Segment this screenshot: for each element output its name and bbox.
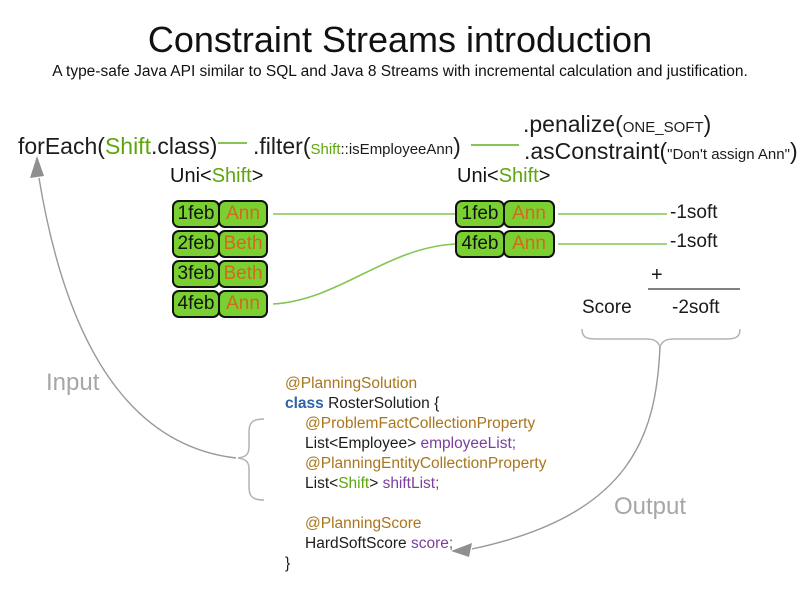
shift-date-cell: 3feb <box>172 260 220 288</box>
table-row: 3feb Beth <box>172 260 268 288</box>
shift-list-type-param: Shift <box>338 475 370 492</box>
asconstraint-arg: "Don't assign Ann" <box>667 146 790 163</box>
filter-prefix: .filter( <box>253 133 311 159</box>
annotation-planning-solution: @PlanningSolution <box>285 375 418 392</box>
code-line: HardSoftScore score; <box>285 534 546 554</box>
right-type-param: Shift <box>498 165 539 187</box>
code-line: class RosterSolution { <box>285 394 546 414</box>
score-total: -2soft <box>672 297 720 318</box>
connector-row-4feb <box>272 243 456 305</box>
shift-employee-cell: Ann <box>503 200 555 228</box>
penalize-expression: .penalize(ONE_SOFT) <box>523 111 711 141</box>
output-label: Output <box>614 493 687 520</box>
shift-employee-cell: Ann <box>218 290 268 318</box>
table-row: 2feb Beth <box>172 230 268 258</box>
score-field-type: HardSoftScore <box>305 535 411 552</box>
shift-date-cell: 2feb <box>172 230 220 258</box>
table-row: 4feb Ann <box>172 290 268 318</box>
annotation-planning-entity: @PlanningEntityCollectionProperty <box>305 455 547 472</box>
code-line: } <box>285 554 546 574</box>
foreach-expression: forEach(Shift.class) <box>18 133 217 159</box>
filter-suffix: ) <box>453 133 461 159</box>
foreach-prefix: forEach( <box>18 133 105 159</box>
table-row: 4feb Ann <box>455 230 555 258</box>
shift-date-cell: 4feb <box>172 290 220 318</box>
penalize-suffix: ) <box>703 111 712 137</box>
right-stream-type-label: Uni<Shift> <box>457 165 550 188</box>
page-subtitle: A type-safe Java API similar to SQL and … <box>52 63 748 80</box>
shift-date-cell: 1feb <box>172 200 220 228</box>
asconstraint-expression: .asConstraint("Don't assign Ann") <box>524 138 798 168</box>
shift-list-type-suffix: > <box>369 475 383 492</box>
shift-employee-cell: Beth <box>218 230 268 258</box>
code-block-brace <box>237 418 265 501</box>
right-type-prefix: Uni< <box>457 165 499 187</box>
code-line-blank <box>285 494 546 514</box>
employee-list-field: employeeList; <box>420 435 517 452</box>
solution-code-block: @PlanningSolution class RosterSolution {… <box>285 374 546 574</box>
shift-employee-cell: Ann <box>218 200 268 228</box>
score-label: Score <box>582 297 632 318</box>
employee-list-type: List<Employee> <box>305 435 421 452</box>
code-line: List<Shift> shiftList; <box>285 474 546 494</box>
code-line: @PlanningEntityCollectionProperty <box>285 454 546 474</box>
filter-arg-method: ::isEmployeeAnn <box>340 141 454 158</box>
class-declaration: RosterSolution { <box>323 395 440 412</box>
left-stream-type-label: Uni<Shift> <box>170 165 263 188</box>
right-type-suffix: > <box>538 165 551 187</box>
asconstraint-prefix: .asConstraint( <box>524 138 668 164</box>
shift-employee-cell: Beth <box>218 260 268 288</box>
penalize-prefix: .penalize( <box>523 111 623 137</box>
input-arrowhead-icon <box>30 156 44 178</box>
asconstraint-suffix: ) <box>789 138 798 164</box>
shift-date-cell: 1feb <box>455 200 505 228</box>
penalty-value-2: -1soft <box>670 231 718 252</box>
table-row: 1feb Ann <box>455 200 555 228</box>
penalize-arg: ONE_SOFT <box>622 119 704 136</box>
left-type-param: Shift <box>211 165 252 187</box>
left-type-suffix: > <box>251 165 264 187</box>
shift-list-field: shiftList; <box>382 475 440 492</box>
page-title: Constraint Streams introduction <box>147 19 653 60</box>
left-type-prefix: Uni< <box>170 165 212 187</box>
score-brace <box>581 328 741 350</box>
shift-date-cell: 4feb <box>455 230 505 258</box>
code-line: List<Employee> employeeList; <box>285 434 546 454</box>
code-line: @PlanningScore <box>285 514 546 534</box>
annotation-planning-score: @PlanningScore <box>305 515 422 532</box>
foreach-suffix: .class) <box>150 133 218 159</box>
input-label: Input <box>46 369 100 396</box>
class-keyword: class <box>285 395 324 412</box>
plus-sign: + <box>651 264 663 286</box>
shift-list-type-prefix: List< <box>305 475 339 492</box>
code-line: @PlanningSolution <box>285 374 546 394</box>
table-row: 1feb Ann <box>172 200 268 228</box>
filter-expression: .filter(Shift::isEmployeeAnn) <box>253 133 461 163</box>
score-field-name: score; <box>410 535 454 552</box>
left-stream-table: 1feb Ann 2feb Beth 3feb Beth 4feb Ann <box>172 200 268 320</box>
shift-employee-cell: Ann <box>503 230 555 258</box>
annotation-problem-fact: @ProblemFactCollectionProperty <box>305 415 536 432</box>
right-stream-table: 1feb Ann 4feb Ann <box>455 200 555 260</box>
code-line: @ProblemFactCollectionProperty <box>285 414 546 434</box>
penalty-value-1: -1soft <box>670 202 718 223</box>
filter-arg-class: Shift <box>310 141 341 158</box>
closing-brace: } <box>285 555 291 572</box>
foreach-class-arg: Shift <box>104 133 151 159</box>
